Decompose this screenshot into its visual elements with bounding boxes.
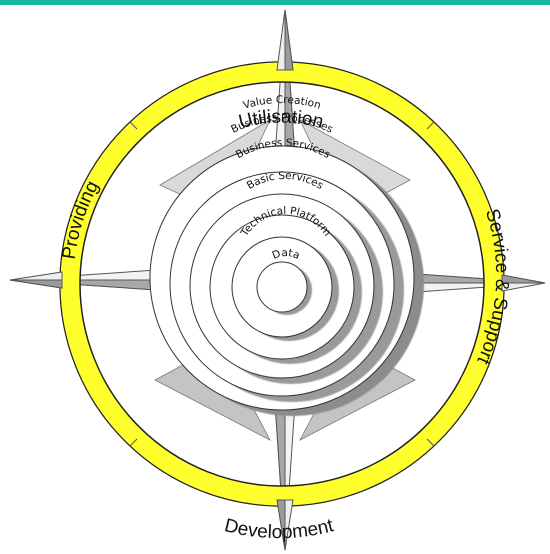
ring-label-bottom-text: Development — [222, 515, 336, 543]
ring-label-left-text: Providing — [59, 177, 104, 260]
top-accent-bar — [0, 0, 550, 5]
circle-label-value-creation: Value Creation — [242, 94, 323, 112]
star-tips — [9, 9, 546, 551]
concentric-circles — [149, 145, 424, 416]
ring-label-left: Providing — [59, 177, 104, 260]
circle-label-0: Value Creation — [242, 94, 323, 112]
ring-label-bottom: Development — [222, 515, 336, 543]
